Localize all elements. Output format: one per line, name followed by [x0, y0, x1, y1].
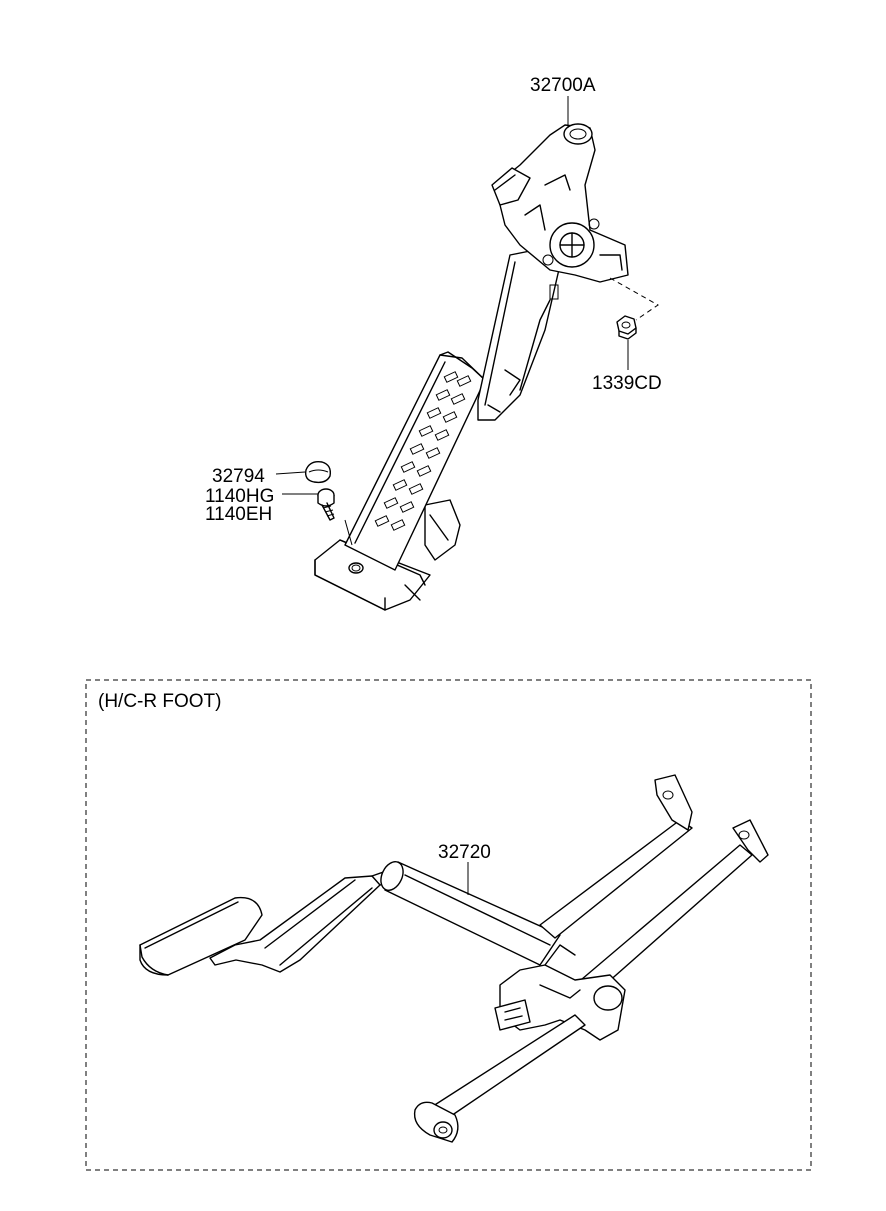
accelerator-pedal-assembly-upper: 32700A 1339CD 32794 1140HG 1140EH [205, 75, 662, 611]
leader-lines [275, 96, 659, 546]
hcr-pedal-lever [209, 867, 406, 973]
hex-nut [616, 315, 637, 340]
variant-caption: (H/C-R FOOT) [98, 691, 221, 712]
label-32720: 32720 [438, 842, 491, 863]
pedal-base-plate [314, 499, 461, 611]
label-1339CD: 1339CD [592, 373, 662, 394]
label-32794: 32794 [212, 466, 265, 487]
hcr-sensor-bracket [494, 944, 626, 1041]
mounting-bolt [317, 488, 335, 521]
hcr-foot-variant-box: (H/C-R FOOT) [85, 679, 812, 1171]
hcr-cross-tube [380, 861, 561, 966]
pedal-stopper [304, 460, 332, 484]
pedal-arm [477, 249, 561, 421]
label-32700A: 32700A [530, 75, 596, 96]
hcr-mounting-rails [539, 774, 769, 999]
label-1140HG: 1140HG [205, 486, 274, 507]
hcr-pedal-pad [139, 896, 263, 976]
pedal-pad [344, 351, 486, 571]
label-1140EH: 1140EH [205, 504, 272, 525]
pedal-sensor-housing [491, 123, 629, 283]
hcr-connecting-rod [413, 1014, 586, 1143]
